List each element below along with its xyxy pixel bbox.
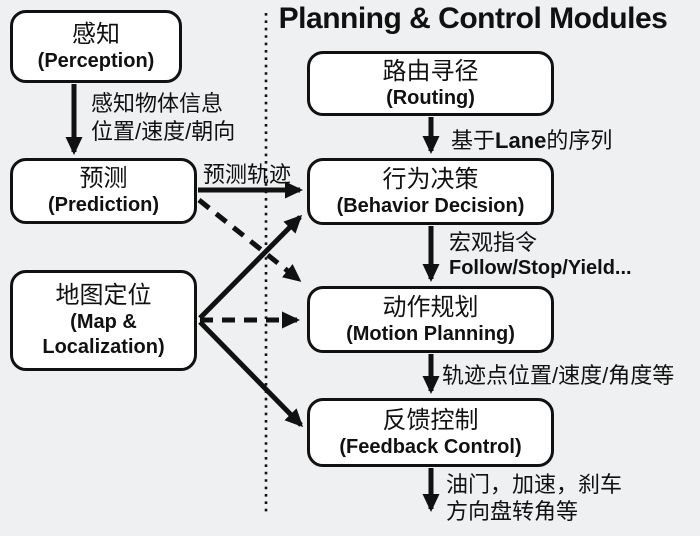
perception-label-zh: 感知: [72, 20, 120, 48]
map-label-zh: 地图定位: [55, 282, 152, 309]
map-label-en-line1: (Map &: [70, 311, 137, 333]
feedback-control-box: 反馈控制 (Feedback Control): [307, 398, 554, 467]
perception-label-en: (Perception): [37, 49, 155, 72]
edge-label-prediction-to-behavior: 预测轨迹: [203, 162, 292, 187]
perception-box: 感知 (Perception): [10, 10, 182, 83]
edge-label-motion-to-feedback: 轨迹点位置/速度/角度等: [442, 363, 675, 388]
dashed-arrow-prediction-to-motion: [197, 198, 302, 282]
edge-label-line: 方向盘转角等: [446, 499, 579, 524]
edge-label-line: 位置/速度/朝向: [91, 119, 236, 144]
edge-label-segment: 的序列: [546, 128, 613, 153]
motion-label-en: (Motion Planning): [346, 322, 515, 345]
feedback-label-en: (Feedback Control): [339, 435, 522, 458]
edge-label-behavior-to-motion-en: Follow/Stop/Yield...: [449, 257, 632, 279]
routing-label-en: (Routing): [386, 86, 475, 109]
map-label-en-line2: Localization): [42, 336, 165, 358]
edge-label-perception-to-prediction: 感知物体信息 位置/速度/朝向: [91, 90, 235, 146]
motion-planning-box: 动作规划 (Motion Planning): [307, 286, 554, 353]
arrow-map-to-behavior: [198, 214, 303, 320]
routing-box: 路由寻径 (Routing): [307, 51, 554, 116]
arrow-map-to-feedback: [198, 320, 304, 428]
behavior-label-en: (Behavior Decision): [336, 194, 525, 217]
edge-label-routing-to-behavior: 基于Lane的序列: [451, 127, 612, 155]
map-localization-box: 地图定位 (Map & Localization): [10, 270, 197, 371]
prediction-label-en: (Prediction): [47, 194, 160, 216]
diagram-title: Planning & Control Modules: [278, 2, 668, 35]
edge-label-behavior-to-motion-zh: 宏观指令: [449, 230, 538, 255]
edge-label-segment: 基于: [451, 128, 496, 153]
prediction-box: 预测 (Prediction): [10, 158, 197, 224]
feedback-label-zh: 反馈控制: [382, 406, 479, 434]
motion-label-zh: 动作规划: [382, 293, 479, 321]
edge-label-line: 油门，加速，刹车: [446, 472, 623, 497]
prediction-label-zh: 预测: [79, 165, 128, 192]
routing-label-zh: 路由寻径: [382, 57, 479, 85]
edge-label-segment-bold: Lane: [495, 128, 547, 153]
behavior-label-zh: 行为决策: [382, 165, 479, 193]
edge-label-line: 感知物体信息: [91, 91, 224, 116]
behavior-decision-box: 行为决策 (Behavior Decision): [307, 158, 554, 225]
edge-label-feedback-output: 油门，加速，刹车 方向盘转角等: [446, 471, 622, 525]
